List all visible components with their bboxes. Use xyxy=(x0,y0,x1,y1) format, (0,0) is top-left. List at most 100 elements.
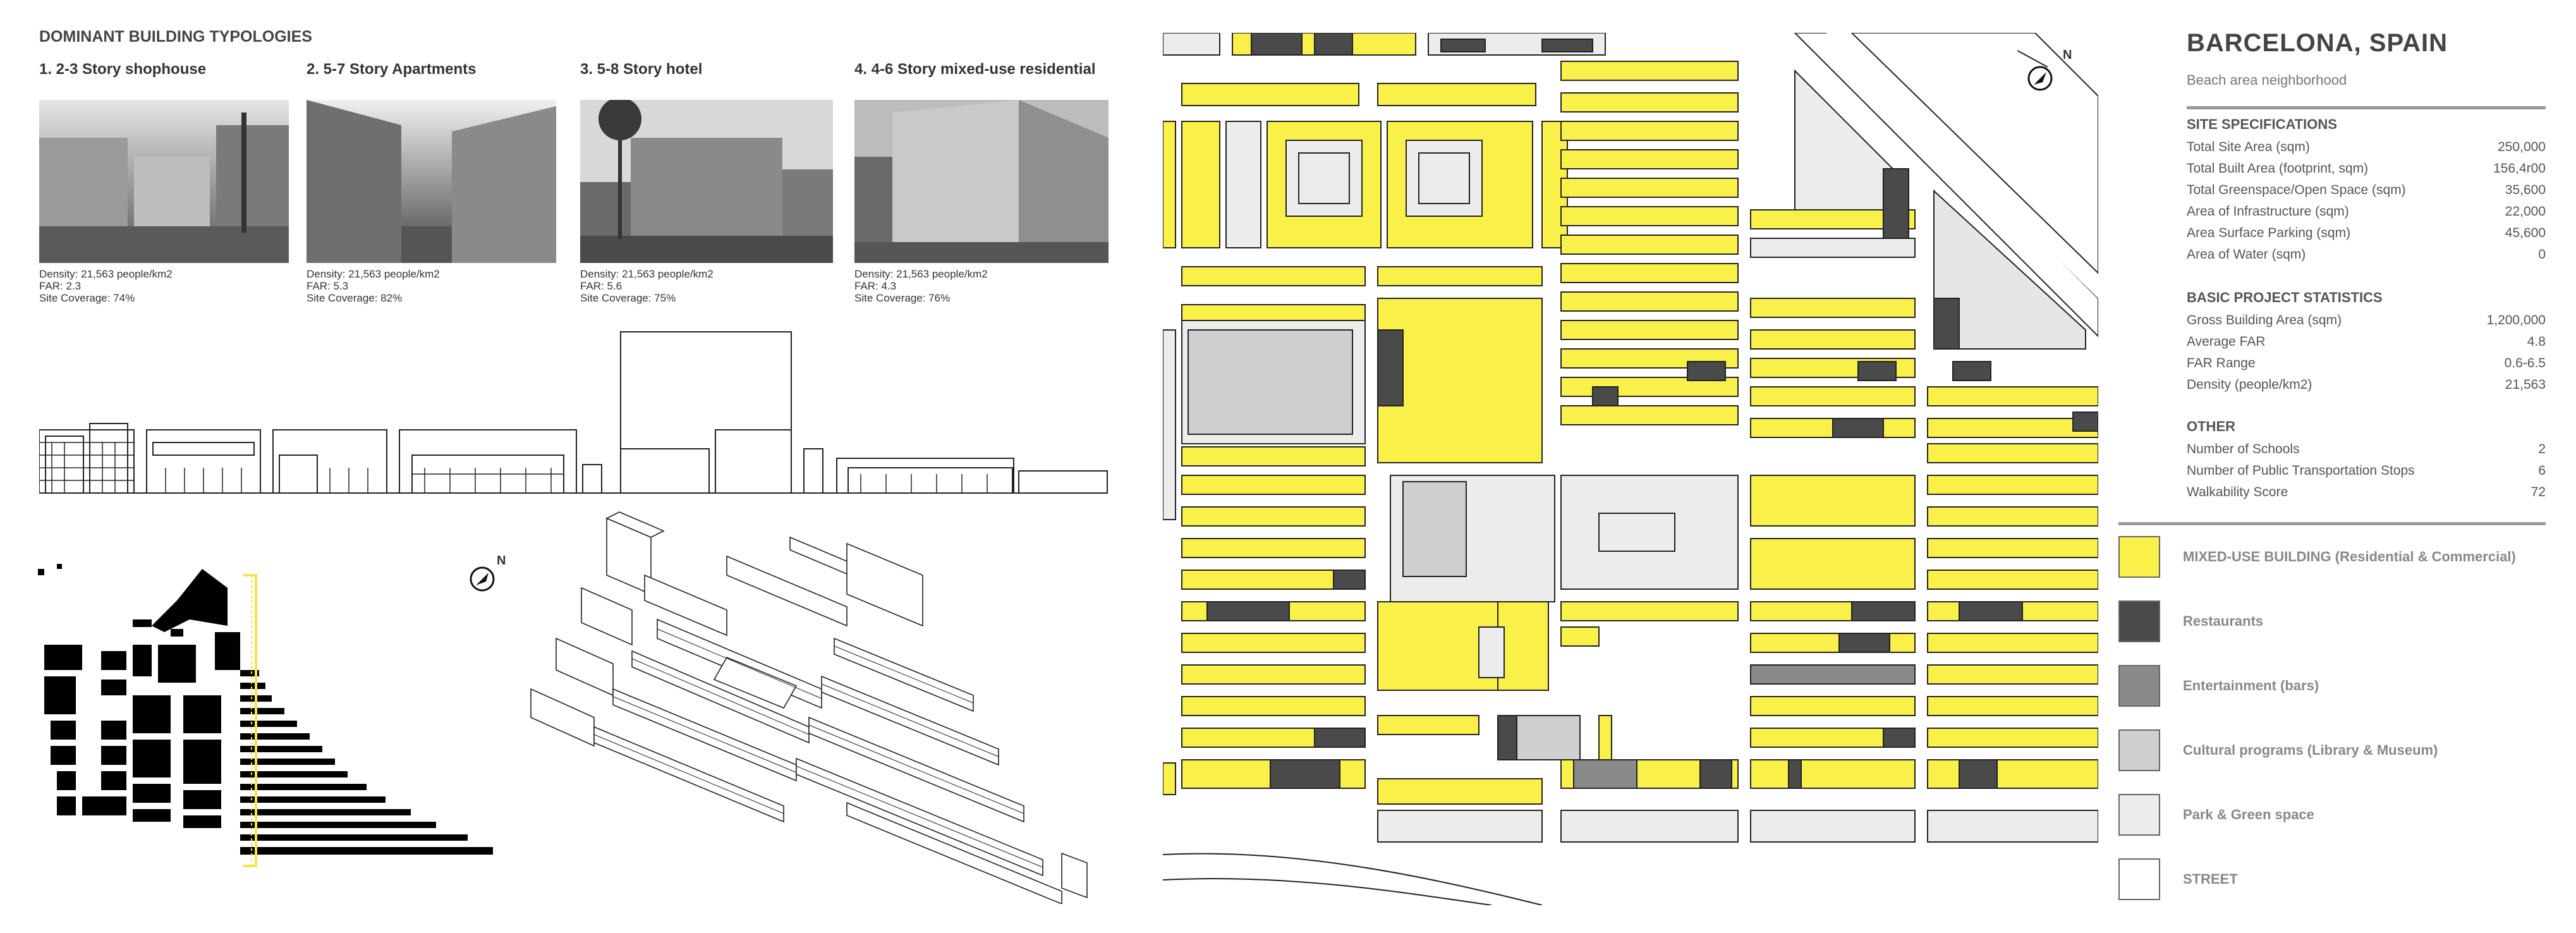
map-block xyxy=(1560,320,1739,340)
stat-row: Total Greenspace/Open Space (sqm) 35,600 xyxy=(2187,180,2546,201)
restaurant-block xyxy=(2072,412,2098,432)
axonometric-drawing xyxy=(530,511,1088,904)
typology-photo xyxy=(39,100,289,263)
section-heading: OTHER xyxy=(2187,418,2235,434)
stat-row: Area Surface Parking (sqm) 45,600 xyxy=(2187,223,2546,244)
restaurant-block xyxy=(1788,759,1802,789)
stat-value: 45,600 xyxy=(2505,226,2546,240)
stat-label: Density (people/km2) xyxy=(2187,377,2312,392)
section-heading: BASIC PROJECT STATISTICS xyxy=(2187,290,2383,305)
park-block xyxy=(1163,329,1176,520)
restaurant-block xyxy=(1440,39,1486,52)
restaurant-block xyxy=(1314,33,1353,56)
map-block xyxy=(1181,696,1366,716)
map-block xyxy=(1163,762,1176,795)
restaurant-block xyxy=(1687,361,1726,381)
stat-value: 4.8 xyxy=(2527,334,2546,349)
cultural-block xyxy=(1402,481,1467,577)
legend-item: Park & Green space xyxy=(2118,794,2314,836)
typology-stats: Density: 21,563 people/km2 FAR: 4.3 Site… xyxy=(854,268,988,304)
map-block xyxy=(1181,446,1366,466)
typology-heading: 1. 2-3 Story shophouse xyxy=(39,61,207,78)
restaurant-block xyxy=(1699,759,1732,789)
stat-label: Number of Schools xyxy=(2187,442,2300,456)
stat-label: Area of Infrastructure (sqm) xyxy=(2187,204,2349,219)
stat-row: Area of Infrastructure (sqm) 22,000 xyxy=(2187,201,2546,223)
map-block xyxy=(1377,266,1543,286)
map-block xyxy=(1560,626,1600,647)
restaurant-block xyxy=(1851,601,1916,621)
typology-coverage: Site Coverage: 76% xyxy=(854,292,951,304)
legend-label: Restaurants xyxy=(2183,613,2264,629)
park-block xyxy=(1478,626,1505,678)
typology-stats: Density: 21,563 people/km2 FAR: 5.3 Site… xyxy=(307,268,440,304)
map-block xyxy=(1927,475,2098,495)
map-block xyxy=(1560,121,1739,141)
typology-density: Density: 21,563 people/km2 xyxy=(580,268,714,280)
typology-card-4: 4. 4-6 Story mixed-use residential Densi… xyxy=(854,61,1109,304)
map-block xyxy=(1377,778,1543,805)
stat-row: Density (people/km2)21,563 xyxy=(2187,374,2546,396)
restaurant-block xyxy=(1333,570,1366,590)
figure-ground-map xyxy=(38,564,493,867)
legend: MIXED-USE BUILDING (Residential & Commer… xyxy=(2118,536,2561,903)
typology-heading: 2. 5-7 Story Apartments xyxy=(307,61,477,78)
typology-card-3: 3. 5-8 Story hotel Density: 21,563 peopl… xyxy=(580,61,833,304)
map-block xyxy=(1181,664,1366,685)
legend-swatch xyxy=(2118,729,2160,771)
restaurant-block xyxy=(1206,601,1290,621)
stat-value: 0 xyxy=(2538,247,2546,262)
stat-value: 0.6-6.5 xyxy=(2504,356,2546,370)
restaurant-block xyxy=(1592,386,1619,406)
mixed-use-block xyxy=(1377,83,1536,106)
map-block xyxy=(1927,664,2098,685)
map-block xyxy=(1181,475,1366,495)
legend-item: Entertainment (bars) xyxy=(2118,665,2319,707)
typology-photo xyxy=(854,100,1109,263)
legend-label: MIXED-USE BUILDING (Residential & Commer… xyxy=(2183,549,2516,564)
site-specifications: SITE SPECIFICATIONS Total Site Area (sqm… xyxy=(2187,116,2546,265)
map-block xyxy=(1377,715,1479,735)
park-block xyxy=(1560,810,1739,843)
typology-density: Density: 21,563 people/km2 xyxy=(39,268,173,280)
typology-stats: Density: 21,563 people/km2 FAR: 2.3 Site… xyxy=(39,268,173,304)
stat-row: Number of Public Transportation Stops 6 xyxy=(2187,460,2546,482)
city-title: BARCELONA, SPAIN xyxy=(2187,29,2448,57)
stat-row: Area of Water (sqm)0 xyxy=(2187,244,2546,265)
legend-label: STREET xyxy=(2183,871,2238,887)
north-label: N xyxy=(497,554,506,568)
legend-swatch xyxy=(2118,858,2160,900)
stat-label: Number of Public Transportation Stops xyxy=(2187,463,2415,478)
stat-label: Total Greenspace/Open Space (sqm) xyxy=(2187,183,2406,197)
stat-value: 156,4r00 xyxy=(2493,161,2546,176)
typology-coverage: Site Coverage: 82% xyxy=(307,292,403,304)
restaurant-block xyxy=(1377,329,1404,406)
restaurant-block xyxy=(1251,33,1303,56)
neighborhood-subtitle: Beach area neighborhood xyxy=(2187,72,2347,88)
map-block xyxy=(1560,601,1739,621)
stat-value: 6 xyxy=(2538,463,2546,478)
restaurant-block xyxy=(1541,39,1593,52)
stat-label: Area Surface Parking (sqm) xyxy=(2187,226,2351,240)
map-block xyxy=(1927,759,2098,789)
restaurant-block xyxy=(1838,633,1890,653)
map-block xyxy=(1497,601,1549,691)
stat-value: 2 xyxy=(2538,442,2546,456)
map-block xyxy=(1927,506,2098,527)
map-block xyxy=(1181,506,1366,527)
mixed-use-block xyxy=(1163,121,1176,248)
typology-heading: 3. 5-8 Story hotel xyxy=(580,61,703,78)
north-label: N xyxy=(2063,48,2072,62)
legend-item: Restaurants xyxy=(2118,601,2263,642)
park-block xyxy=(1163,33,1220,56)
stat-value: 35,600 xyxy=(2505,183,2546,197)
map-block xyxy=(1560,405,1739,425)
map-block xyxy=(1927,696,2098,716)
stat-value: 250,000 xyxy=(2498,140,2546,154)
legend-label: Entertainment (bars) xyxy=(2183,678,2319,693)
park-block xyxy=(1418,152,1470,204)
stat-value: 72 xyxy=(2530,485,2546,499)
stat-value: 22,000 xyxy=(2505,204,2546,219)
